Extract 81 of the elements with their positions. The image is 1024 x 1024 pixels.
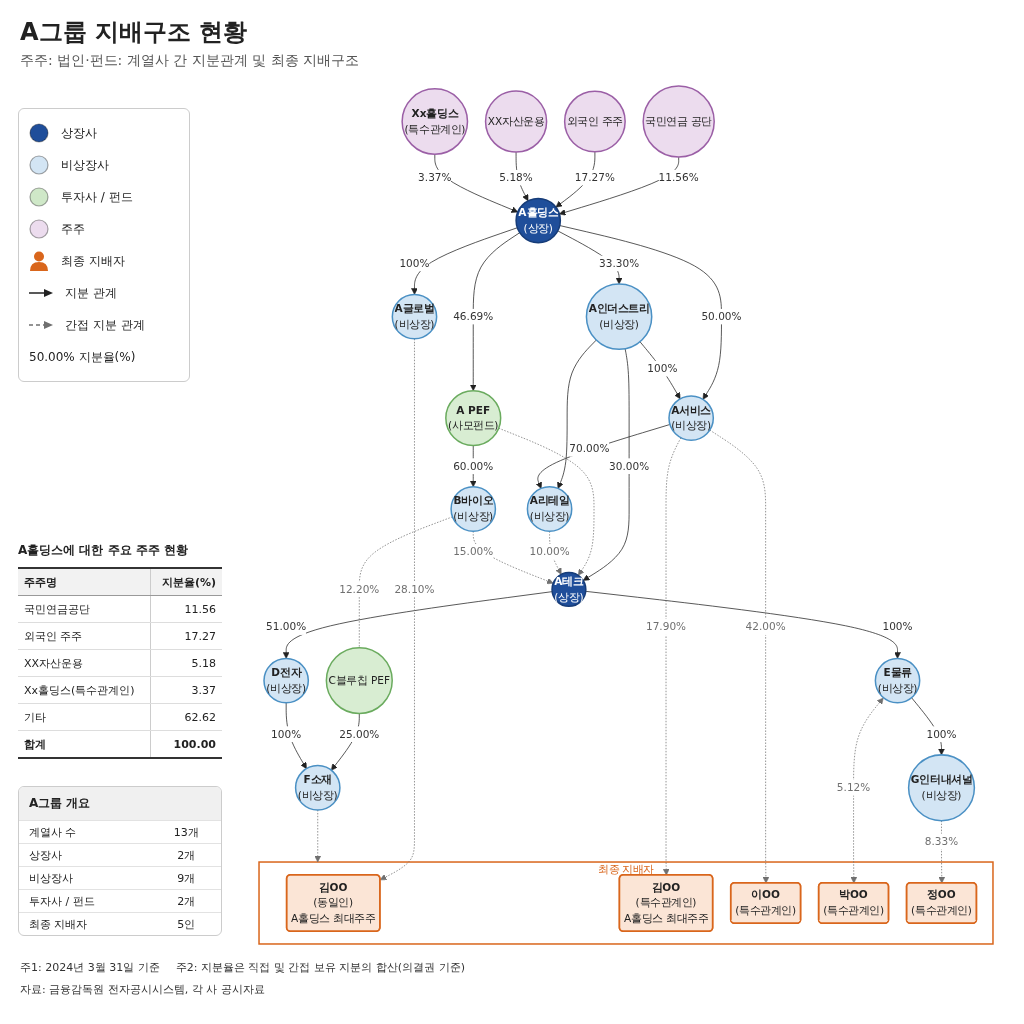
node-circle: D전자 (비상장) bbox=[263, 657, 310, 704]
table-cell: 상장사 bbox=[19, 843, 152, 867]
node-circle: G인터내셔널 (비상장) bbox=[907, 754, 976, 822]
node-circle: 국민연금 공단 bbox=[642, 85, 715, 158]
legend-label: 투자사 / 펀드 bbox=[61, 188, 133, 206]
table-cell: 17.27 bbox=[150, 622, 222, 650]
node-circle: A홀딩스 (상장) bbox=[515, 197, 562, 244]
table-cell: 5인 bbox=[151, 912, 221, 935]
edge-label: 70.00% bbox=[569, 442, 610, 455]
edge-label: 17.90% bbox=[645, 620, 687, 633]
legend-label: 비상장사 bbox=[61, 156, 109, 174]
table-cell: Xx홀딩스(특수관계인) bbox=[18, 676, 151, 704]
node-circle: A리테일 (비상장) bbox=[526, 486, 573, 532]
legend-label: 간접 지분 관계 bbox=[65, 316, 145, 334]
legend-label: 50.00% 지분율(%) bbox=[29, 348, 136, 366]
edge-label: 51.00% bbox=[266, 620, 307, 633]
edge-label: 33.30% bbox=[599, 256, 640, 269]
node-circle: Xx홀딩스 (특수관계인) bbox=[401, 88, 469, 155]
diagram-title: A그룹 지배구조 현황 bbox=[20, 17, 248, 48]
source-note: 자료: 금융감독원 전자공시시스템, 각 사 공시자료 bbox=[20, 983, 265, 996]
footnote: 주1: 2024년 3월 31일 기준 bbox=[20, 961, 160, 974]
table-cell: 국민연금공단 bbox=[18, 595, 151, 623]
table-cell: 비상장사 bbox=[19, 866, 152, 890]
edge-label: 50.00% bbox=[701, 310, 742, 323]
node-circle: A서비스 (비상장) bbox=[668, 395, 715, 441]
node-circle: F소재 (비상장) bbox=[294, 764, 341, 811]
table-cell: 3.37 bbox=[150, 676, 222, 704]
edge-label: 100% bbox=[647, 362, 678, 375]
edge-label: 5.18% bbox=[499, 171, 533, 184]
node-circle: A테크 (상장) bbox=[551, 571, 587, 608]
legend-label: 주주 bbox=[61, 220, 85, 238]
table-cell: 최종 지배자 bbox=[19, 912, 152, 935]
edge-label: 11.56% bbox=[658, 171, 699, 184]
edge-label: 15.00% bbox=[453, 545, 494, 558]
panel-title: A그룹 개요 bbox=[19, 787, 221, 820]
node-circle: A PEF (사모펀드) bbox=[445, 389, 502, 447]
legend-label: 지분 관계 bbox=[65, 284, 117, 302]
node-circle: A인더스트리 (비상장) bbox=[585, 283, 653, 351]
table-cell: 합계 bbox=[18, 730, 151, 758]
edge-label: 100% bbox=[271, 727, 302, 740]
table-cell: 계열사 수 bbox=[19, 820, 152, 844]
subtitle: 주주: 법인·펀드: 계열사 간 지분관계 및 최종 지배구조 bbox=[20, 52, 360, 70]
node-circle: 외국인 주주 bbox=[563, 90, 626, 153]
table-cell: 11.56 bbox=[150, 595, 222, 623]
node-circle: A글로벌 (비상장) bbox=[391, 293, 438, 340]
legend-label: 최종 지배자 bbox=[61, 252, 125, 270]
table-cell: 2개 bbox=[151, 843, 221, 867]
connector bbox=[358, 516, 453, 649]
table-header-cell: 지분율(%) bbox=[150, 568, 222, 596]
edge-label: 10.00% bbox=[529, 545, 570, 558]
node-circle: E물류 (비상장) bbox=[874, 657, 921, 704]
table-cell: XX자산운용 bbox=[18, 649, 151, 677]
footnote: 주2: 지분율은 직접 및 간접 보유 지분의 합산(의결권 기준) bbox=[175, 961, 465, 974]
node-circle: XX자산운용 bbox=[484, 90, 548, 153]
table-cell: 62.62 bbox=[150, 703, 222, 731]
table-header-cell: 주주명 bbox=[18, 568, 151, 596]
edge-label: 8.33% bbox=[924, 834, 959, 847]
edge-label: 100% bbox=[882, 620, 913, 633]
node-circle: B바이오 (비상장) bbox=[450, 486, 497, 532]
legend-label: 상장사 bbox=[61, 124, 97, 142]
table-cell: 외국인 주주 bbox=[18, 622, 151, 650]
table-cell: 2개 bbox=[151, 889, 221, 913]
edge-label: 17.27% bbox=[574, 171, 615, 184]
node-circle: C블루칩 PEF bbox=[325, 646, 393, 715]
edge-label: 60.00% bbox=[453, 459, 494, 472]
edge-label: 12.20% bbox=[339, 583, 380, 596]
table-cell: 기타 bbox=[18, 703, 151, 731]
table-cell: 투자사 / 펀드 bbox=[19, 889, 152, 913]
table-title: A홀딩스에 대한 주요 주주 현황 bbox=[18, 542, 189, 559]
edge-label: 30.00% bbox=[609, 459, 650, 472]
edge-label: 25.00% bbox=[339, 727, 380, 740]
edge-label: 3.37% bbox=[418, 171, 452, 184]
edge-label: 28.10% bbox=[394, 583, 435, 596]
edge-label: 42.00% bbox=[745, 620, 786, 633]
edge-label: 100% bbox=[926, 727, 957, 740]
edge-label: 5.12% bbox=[836, 781, 871, 794]
table-cell: 5.18 bbox=[150, 649, 222, 677]
edge-label: 100% bbox=[399, 256, 430, 269]
table-cell: 13개 bbox=[151, 820, 221, 844]
table-cell: 9개 bbox=[151, 866, 221, 890]
edge-label: 46.69% bbox=[453, 310, 494, 323]
